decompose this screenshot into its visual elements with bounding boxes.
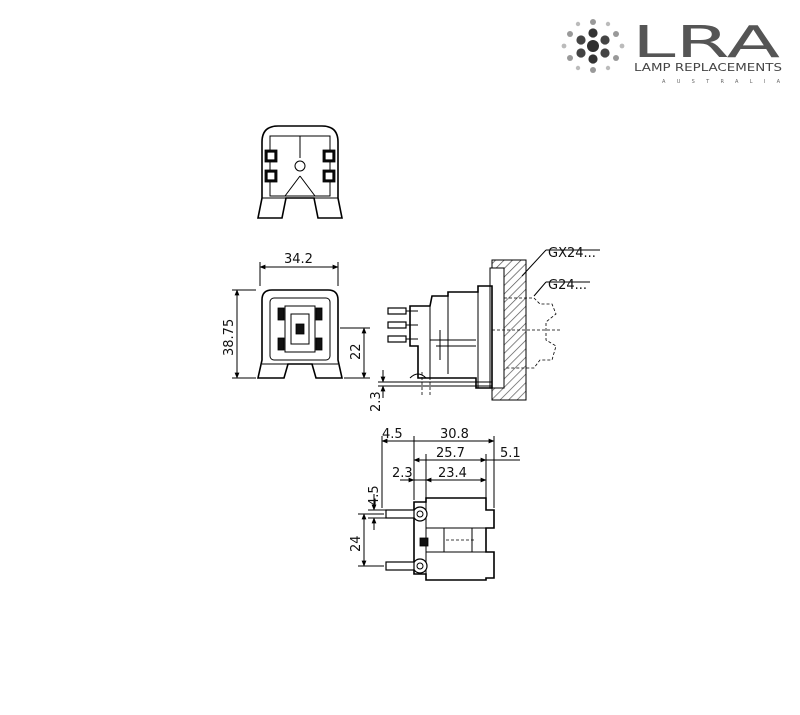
dot-cluster-icon [561,19,625,73]
front-view-drawing: 34.2 38.75 22 [222,252,370,379]
dim-side-offset: 2.3 [369,391,384,412]
dim-bottom-inner: 23.4 [438,466,467,481]
brand-region: AUSTRALIA [662,79,781,85]
dim-height-right: 22 [349,343,364,360]
brand-logo: LRA LAMP REPLACEMENTS AUSTRALIA [561,17,782,85]
dim-bottom-overall: 30.8 [440,427,469,442]
dim-width-front: 34.2 [284,252,313,267]
dim-bottom-small: 2.3 [392,466,413,481]
bottom-view-drawing: 4.5 30.8 25.7 5.1 2.3 23.4 4.5 24 [349,427,521,581]
dim-height-front: 38.75 [222,319,237,356]
side-view-drawing: 2.3 GX24... G24... [369,246,600,412]
dim-bottom-mid: 25.7 [436,446,465,461]
label-base-g24: G24... [548,278,587,293]
dim-bottom-vert: 24 [349,535,364,552]
label-base-gx24: GX24... [548,246,596,261]
brand-tagline: LAMP REPLACEMENTS [634,61,782,74]
brand-name: LRA [632,17,780,68]
top-view-drawing [257,125,343,219]
dim-bottom-right: 5.1 [500,446,521,461]
dim-bottom-vert-small: 4.5 [367,485,382,506]
dim-bottom-left-gap: 4.5 [382,427,403,442]
